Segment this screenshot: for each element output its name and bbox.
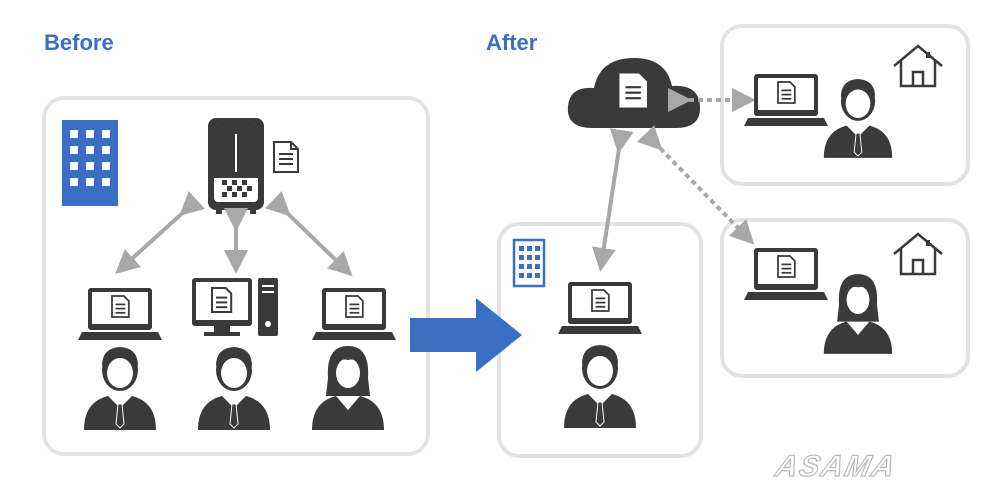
before-label: Before xyxy=(44,30,114,55)
cloud-storage-icon xyxy=(567,58,700,128)
person-male-icon xyxy=(563,344,637,429)
home-panel-2 xyxy=(720,218,970,378)
before-office-panel xyxy=(42,96,430,456)
asama-logo: ASAMA xyxy=(772,449,900,483)
office-cloud-arrow xyxy=(591,128,634,272)
office-building-icon xyxy=(62,120,118,206)
person-male-icon xyxy=(83,346,157,431)
after-label: After xyxy=(486,30,538,55)
laptop-icon xyxy=(742,246,830,302)
desktop-pc-icon xyxy=(192,278,278,336)
before-connection-arrows xyxy=(115,191,353,277)
person-male-icon xyxy=(823,78,893,159)
file-server-icon xyxy=(208,118,264,214)
person-male-icon xyxy=(197,346,271,431)
person-female-icon xyxy=(312,346,384,430)
laptop-icon xyxy=(742,72,830,128)
home-icon xyxy=(892,44,944,88)
home-icon xyxy=(892,232,944,276)
office-building-outline-icon xyxy=(512,238,546,288)
server-document-icon xyxy=(273,141,299,173)
laptop-icon xyxy=(310,286,398,342)
transition-arrow-icon xyxy=(410,298,522,372)
laptop-icon xyxy=(76,286,164,342)
laptop-icon xyxy=(556,280,644,336)
cloud-home2-arrow xyxy=(637,125,755,245)
person-female-icon xyxy=(823,274,893,354)
